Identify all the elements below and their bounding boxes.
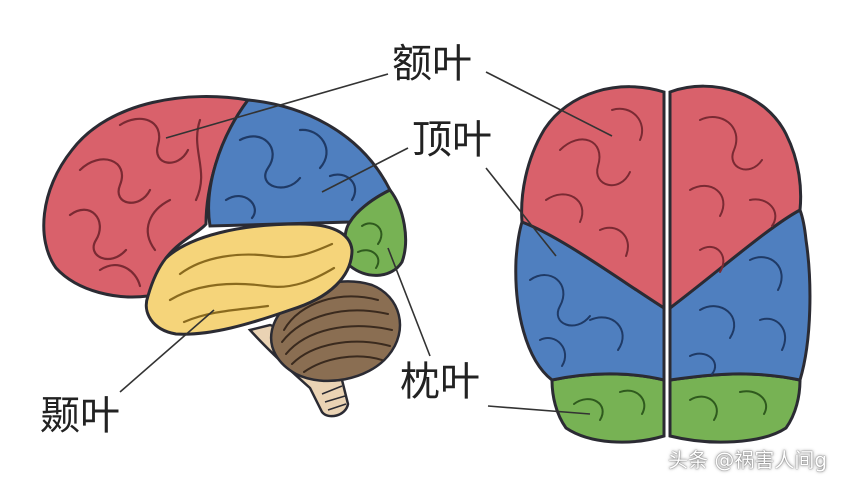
frontal-lobe-top-right <box>668 84 803 312</box>
leader-parietal-side <box>321 147 409 193</box>
leader-occipital-side <box>387 247 431 357</box>
occipital-lobe-top-left <box>550 372 666 444</box>
leader-parietal-top <box>485 167 557 257</box>
leader-frontal-side <box>165 73 389 139</box>
label-parietal-lobe: 顶叶 <box>412 117 492 163</box>
label-frontal-lobe: 额叶 <box>392 41 472 87</box>
leader-frontal-top <box>485 71 613 137</box>
label-occipital-lobe: 枕叶 <box>400 359 480 405</box>
frontal-lobe-top-left <box>520 85 666 311</box>
watermark: 头条 @祸害人间g <box>668 448 828 472</box>
brain-side-view <box>42 95 408 418</box>
leader-temporal-side <box>119 309 215 393</box>
temporal-lobe-side <box>144 222 354 336</box>
leader-occipital-top <box>487 405 591 415</box>
leader-lines <box>119 71 613 415</box>
occipital-lobe-top-right <box>668 372 802 444</box>
label-temporal-lobe: 颞叶 <box>40 393 120 439</box>
brain-top-view <box>514 84 812 444</box>
